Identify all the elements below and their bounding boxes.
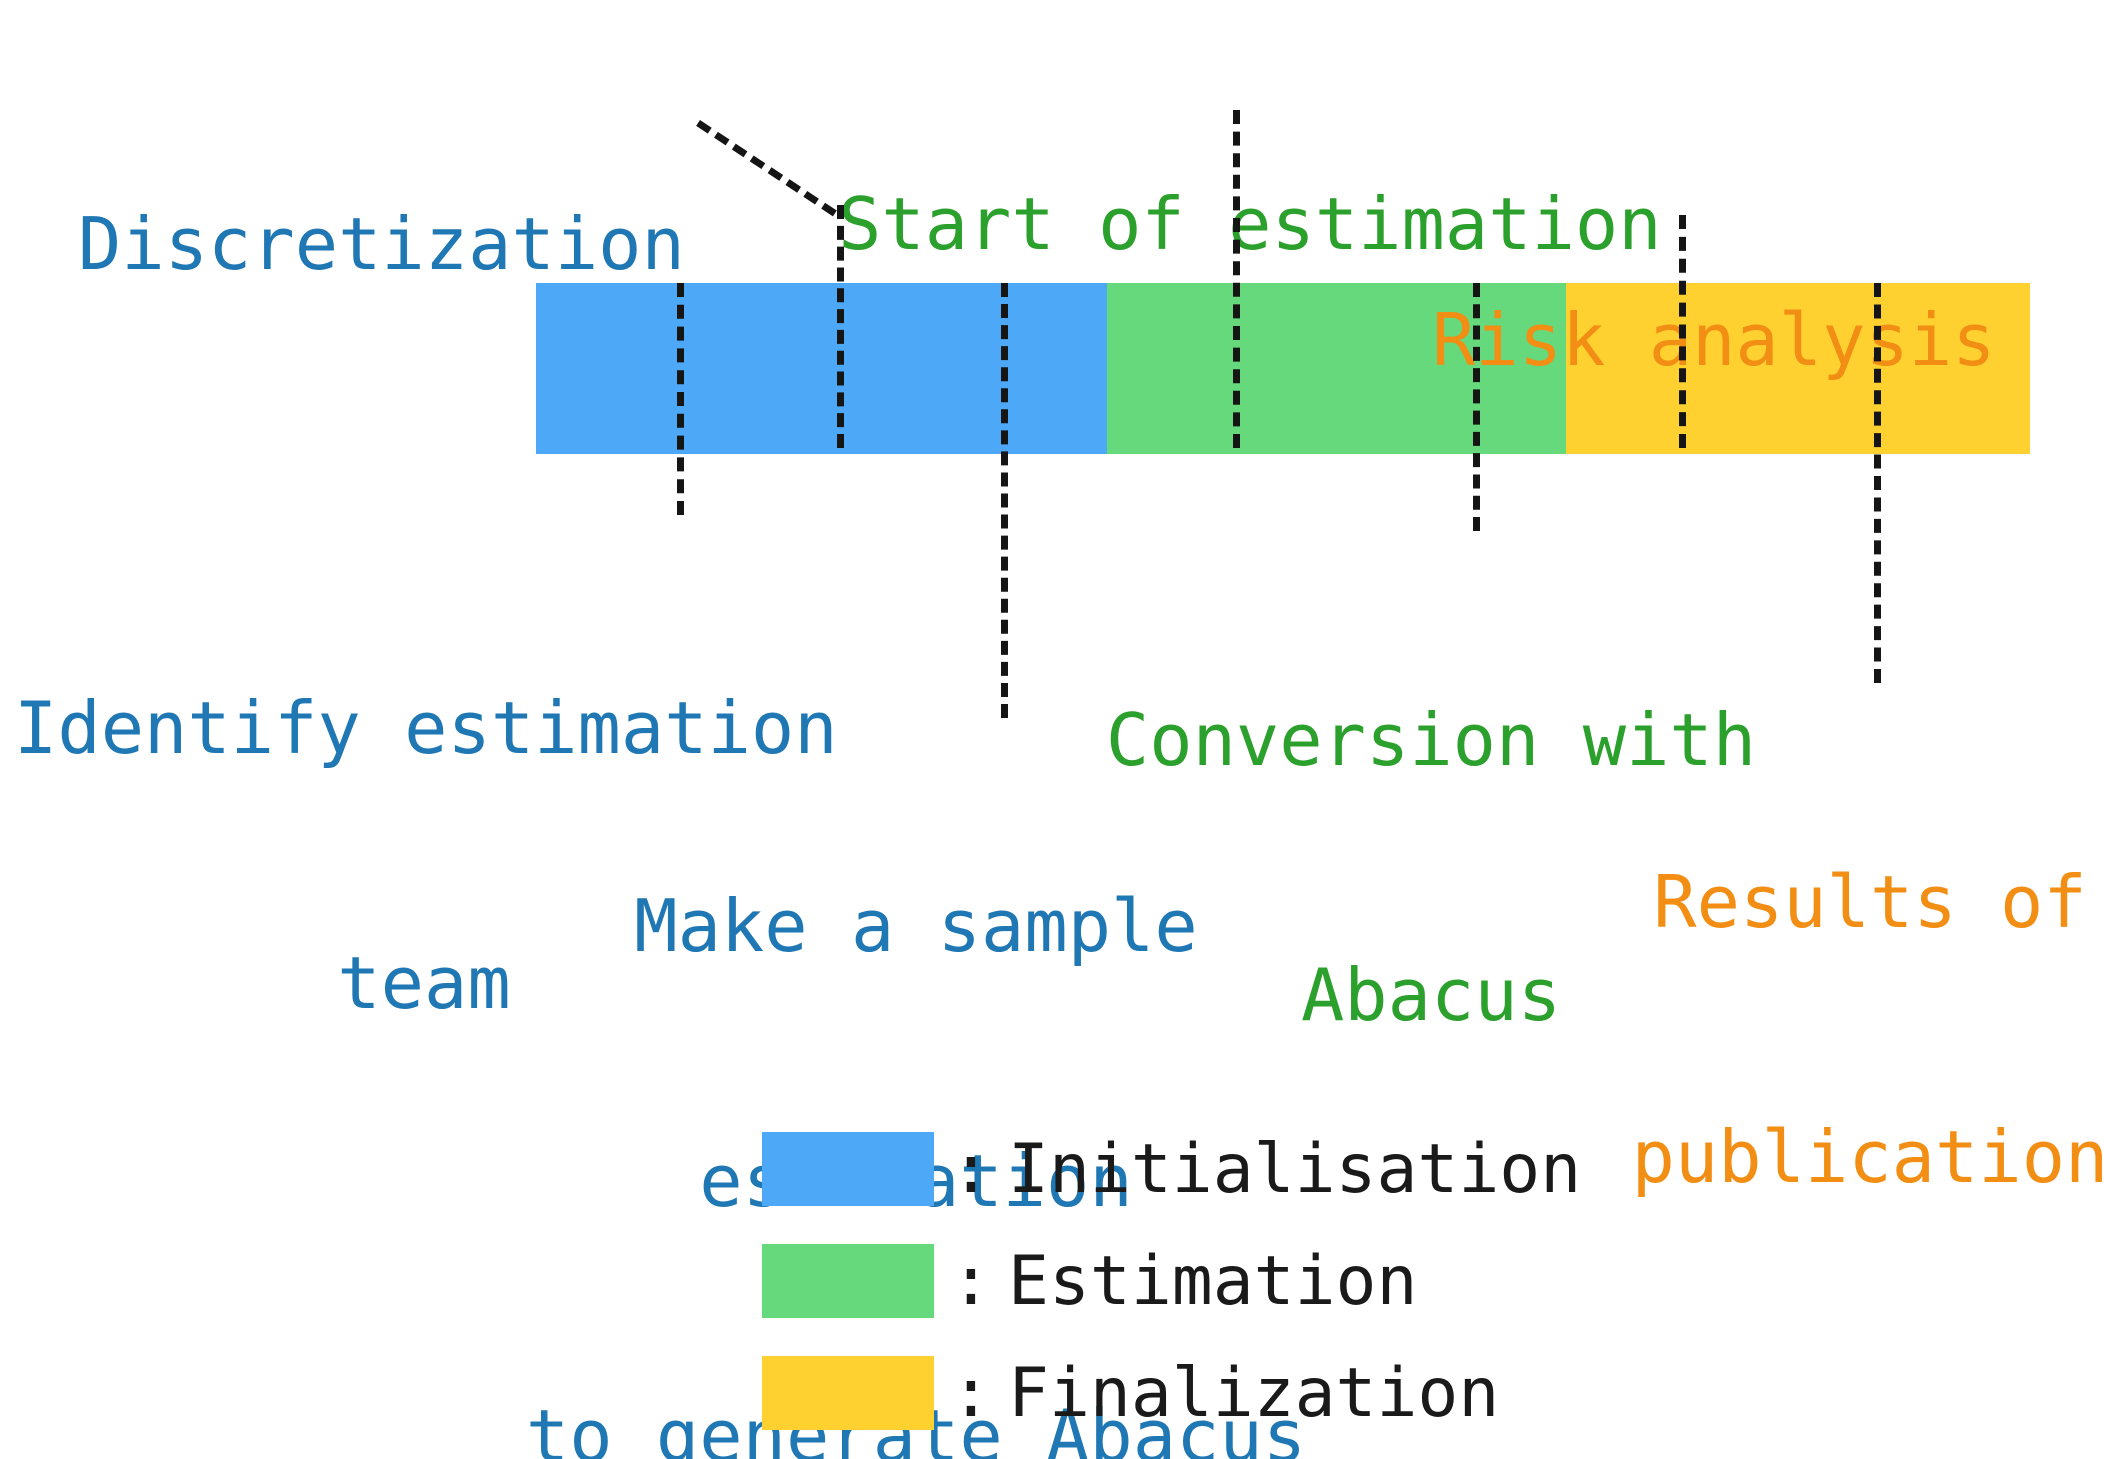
- annotation-results-publication-line1: Results of: [1653, 859, 2087, 944]
- annotation-identify-team-line2: team: [337, 940, 511, 1025]
- phase-segment-finalization[interactable]: [1566, 283, 2030, 454]
- legend-label-estimation: Estimation: [1008, 1241, 1418, 1321]
- legend: : Initialisation : Estimation : Finaliza…: [762, 1129, 1582, 1433]
- phase-segment-initialisation[interactable]: [536, 283, 1107, 454]
- phase-segment-estimation[interactable]: [1107, 283, 1566, 454]
- leader-line-sample-estimation: [1001, 283, 1008, 718]
- annotation-results-publication-line2: publication: [1631, 1114, 2104, 1199]
- legend-swatch-estimation: [762, 1244, 934, 1318]
- legend-separator-initialisation: :: [950, 1129, 992, 1209]
- annotation-discretization[interactable]: Discretization: [78, 32, 685, 457]
- annotation-sample-estimation-line3: to generate Abacus: [525, 1393, 1307, 1459]
- annotation-identify-team-line1: Identify estimation: [14, 685, 838, 770]
- leader-line-discretization-diagonal: [696, 120, 837, 217]
- legend-label-finalization: Finalization: [1008, 1353, 1500, 1433]
- leader-line-risk-analysis: [1679, 215, 1686, 448]
- annotation-results-publication[interactable]: Results of publication: [1630, 690, 2104, 1370]
- legend-item-estimation[interactable]: : Estimation: [762, 1241, 1581, 1321]
- annotation-conversion-abacus[interactable]: Conversion with Abacus: [1096, 528, 1766, 1208]
- legend-separator-estimation: :: [950, 1241, 992, 1321]
- annotation-start-of-estimation[interactable]: Start of estimation: [838, 12, 1662, 437]
- legend-swatch-finalization: [762, 1356, 934, 1430]
- legend-label-initialisation: Initialisation: [1008, 1129, 1582, 1209]
- annotation-conversion-abacus-line2: Abacus: [1300, 952, 1562, 1037]
- annotation-risk-analysis-text: Risk analysis: [1432, 297, 1996, 382]
- annotation-conversion-abacus-line1: Conversion with: [1105, 697, 1757, 782]
- annotation-sample-estimation-line1: Make a sample: [634, 883, 1198, 968]
- annotation-start-of-estimation-text: Start of estimation: [838, 181, 1662, 266]
- phase-timeline-bar: [536, 283, 2030, 454]
- leader-line-results-publication: [1874, 283, 1881, 683]
- annotation-risk-analysis[interactable]: Risk analysis: [1432, 128, 1996, 553]
- leader-line-identify-team: [677, 283, 684, 515]
- leader-line-conversion-abacus: [1473, 283, 1480, 531]
- legend-separator-finalization: :: [950, 1353, 992, 1433]
- legend-item-finalization[interactable]: : Finalization: [762, 1353, 1581, 1433]
- legend-item-initialisation[interactable]: : Initialisation: [762, 1129, 1582, 1209]
- leader-line-discretization-vertical: [837, 205, 844, 448]
- leader-line-start-of-estimation: [1233, 110, 1240, 448]
- annotation-identify-team[interactable]: Identify estimation team: [14, 516, 838, 1196]
- legend-swatch-initialisation: [762, 1132, 934, 1206]
- annotation-discretization-text: Discretization: [78, 201, 685, 286]
